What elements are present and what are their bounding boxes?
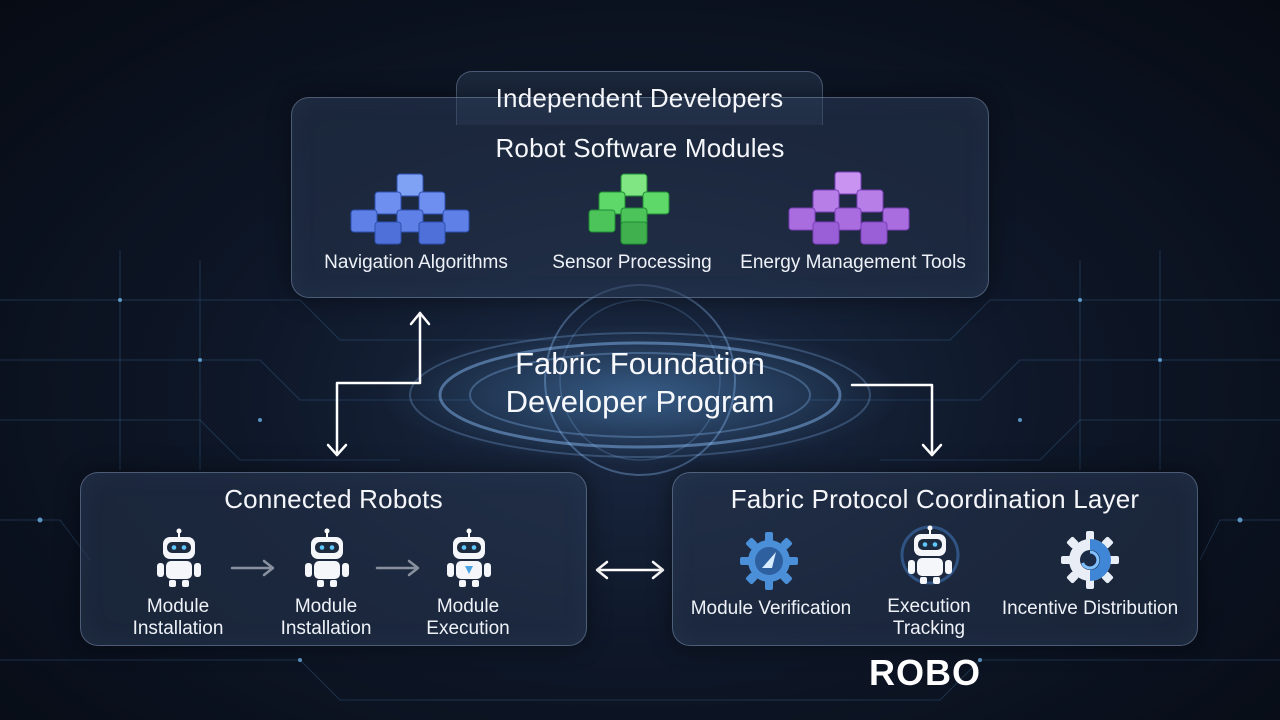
step-installation-label: Module Installation [266,596,386,640]
connected-robots-title: Connected Robots [224,484,443,514]
tracking-line2: Tracking [892,618,966,639]
execution-tracking-label: Execution Tracking [868,596,990,640]
step-line1: Module [294,596,358,617]
modules-title: Robot Software Modules [495,133,785,163]
gear-verification-icon [740,532,798,590]
program-title: Fabric Foundation Developer Program [430,345,850,421]
robot-icon [447,528,491,587]
brand-logo: ROBO [869,652,981,693]
program-title-line1: Fabric Foundation [515,346,765,381]
blue-cubes-icon [350,173,470,245]
robot-tracking-icon [900,525,960,585]
sensor-processing-label: Sensor Processing [552,252,712,273]
gear-incentive-icon [1061,531,1119,589]
developers-heading: Independent Developers [495,83,784,113]
step-installation-label: Module Installation [118,596,238,640]
step-line2: Execution [426,618,510,639]
step-line1: Module [436,596,500,617]
step-line2: Installation [132,618,224,639]
incentive-distribution-label: Incentive Distribution [1001,598,1179,619]
coordination-layer-title: Fabric Protocol Coordination Layer [730,484,1140,514]
tracking-line1: Execution [887,596,971,617]
step-line2: Installation [280,618,372,639]
module-verification-label: Module Verification [690,598,852,619]
energy-management-label: Energy Management Tools [740,252,966,273]
green-cubes-icon [588,173,670,245]
robot-icon [305,528,349,587]
program-title-line2: Developer Program [505,384,775,419]
robot-icon [157,528,201,587]
step-execution-label: Module Execution [408,596,528,640]
purple-cubes-icon [788,171,910,245]
step-line1: Module [146,596,210,617]
navigation-algorithms-label: Navigation Algorithms [324,252,508,273]
